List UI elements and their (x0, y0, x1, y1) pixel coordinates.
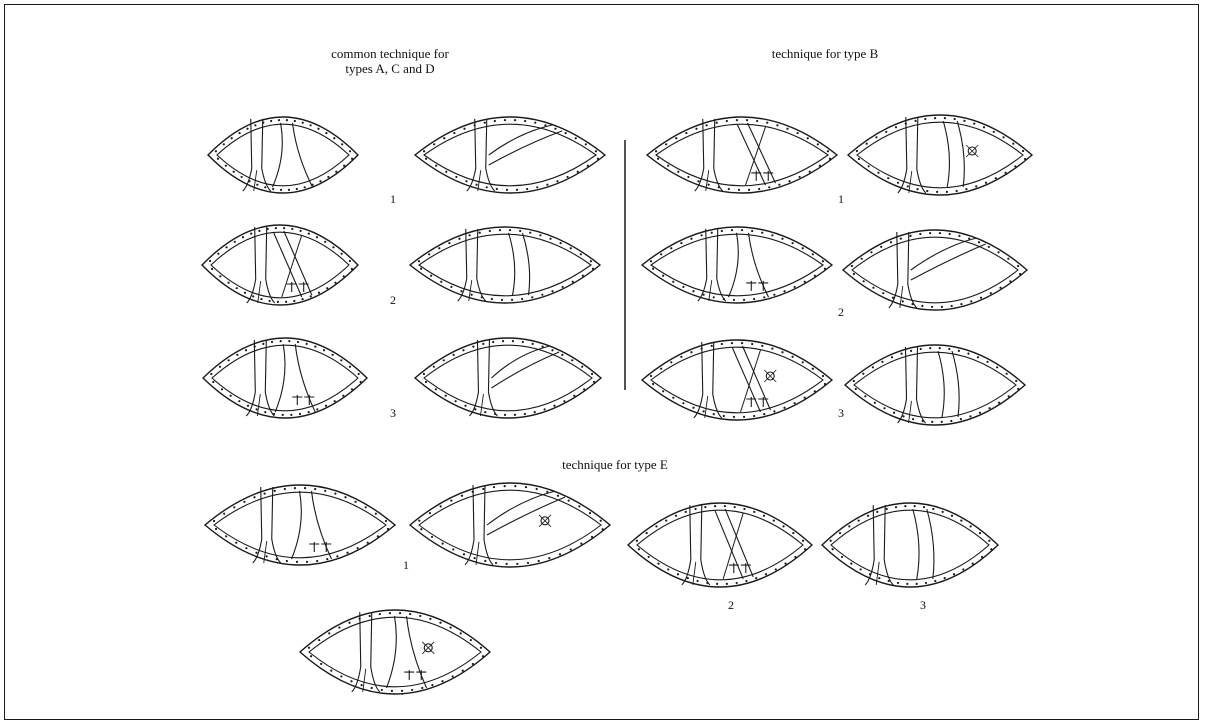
lens-common-1b (415, 117, 605, 193)
lens-type-b-1a (647, 117, 837, 193)
lens-type-b-2a (642, 227, 832, 303)
lens-type-e-1a (205, 485, 395, 565)
lens-type-b-3b (845, 345, 1025, 425)
lens-common-3b (415, 338, 601, 418)
lens-common-3a (203, 338, 367, 418)
lens-type-e-2 (628, 503, 812, 587)
lens-common-2b (410, 227, 600, 303)
lens-type-b-2b (843, 230, 1027, 310)
lens-type-e-4 (300, 610, 490, 694)
lens-type-b-3a (642, 340, 832, 420)
lens-common-2a (202, 225, 358, 305)
lens-type-e-3 (822, 503, 998, 587)
lens-common-1a (208, 117, 358, 193)
lens-type-b-1b (848, 115, 1032, 195)
lens-type-e-1b (410, 483, 610, 567)
